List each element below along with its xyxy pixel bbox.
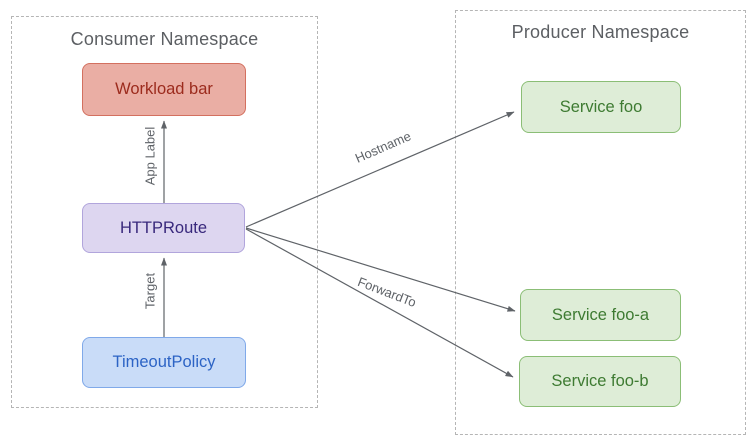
- node-service-foo-b: Service foo-b: [519, 356, 681, 407]
- hostname-edge-label: Hostname: [352, 128, 414, 166]
- node-service-foo-a: Service foo-a: [520, 289, 681, 341]
- node-timeout-policy: TimeoutPolicy: [82, 337, 246, 388]
- node-httproute: HTTPRoute: [82, 203, 245, 253]
- node-workload-bar: Workload bar: [82, 63, 246, 116]
- node-service-foo: Service foo: [521, 81, 681, 133]
- producer-namespace-title: Producer Namespace: [511, 22, 690, 42]
- consumer-namespace-title: Consumer Namespace: [70, 29, 259, 49]
- forwardto-edge-label: ForwardTo: [355, 273, 419, 311]
